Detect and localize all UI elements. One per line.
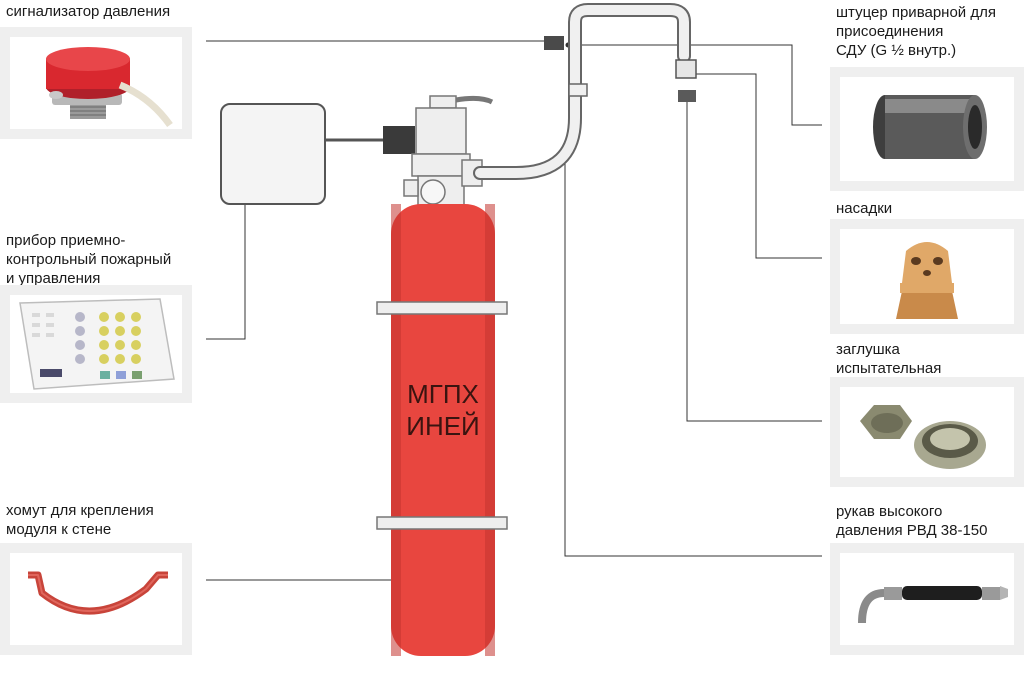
- label-test-plug: заглушка испытательная: [836, 341, 942, 377]
- label-hose: рукав высокого давления РВД 38-150: [836, 503, 988, 539]
- clamp-band-top: [376, 301, 508, 315]
- test-plug-card: [830, 377, 1024, 487]
- cylinder-body: [391, 204, 495, 656]
- label-control-panel: прибор приемно- контрольный пожарный и у…: [6, 232, 172, 287]
- nozzle-image: [896, 242, 958, 319]
- nozzles-card: [830, 219, 1024, 334]
- nozzle-marker: [675, 59, 697, 79]
- pipe-coupling: [568, 83, 588, 97]
- leader-weld-fitting: [568, 44, 822, 126]
- pressure-switch-image: [46, 47, 173, 128]
- weld-fitting-card: [830, 67, 1024, 191]
- control-box: [220, 103, 326, 205]
- leader-hose: [564, 150, 822, 557]
- test-plug-marker: [678, 90, 696, 102]
- pressure-switch-card: [0, 27, 192, 139]
- wall-clamp-image: [28, 571, 168, 615]
- valve-head: [403, 95, 494, 215]
- leader-test-plug: [686, 96, 822, 422]
- weld-fitting-image: [873, 95, 987, 159]
- hose-card: [830, 543, 1024, 655]
- clamp-band-bottom: [376, 516, 508, 530]
- leader-control-panel: [206, 179, 246, 340]
- hose-image: [858, 586, 1008, 624]
- cylinder-label: МГПХ ИНЕЙ: [406, 379, 480, 441]
- solenoid-actuator: [383, 126, 415, 154]
- label-pressure-switch: сигнализатор давления: [6, 3, 171, 20]
- control-panel-image: [19, 298, 175, 390]
- test-plug-image: [860, 405, 986, 469]
- discharge-pipe: [473, 3, 691, 180]
- weld-fitting-marker: [544, 36, 564, 50]
- label-weld-fitting: штуцер приварной для присоединения СДУ (…: [836, 4, 996, 59]
- control-panel-card: [0, 285, 192, 403]
- label-nozzles: насадки: [836, 200, 893, 217]
- wall-clamp-card: [0, 543, 192, 655]
- label-wall-clamp: хомут для крепления модуля к стене: [6, 502, 154, 538]
- leader-nozzles: [690, 73, 822, 259]
